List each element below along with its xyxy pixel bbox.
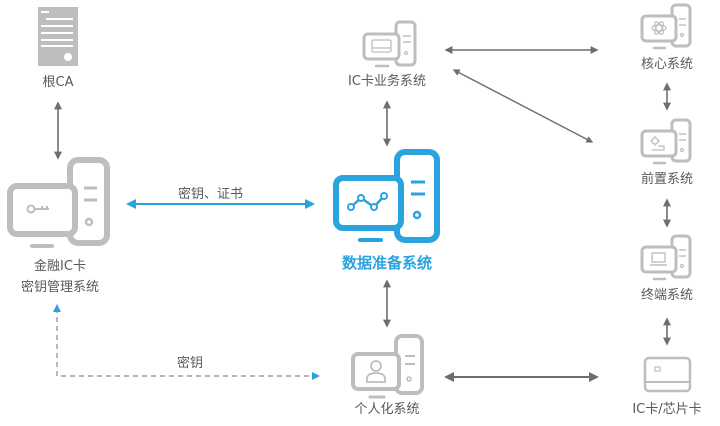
computer-key-icon [7,157,110,248]
node-label-ic-business: IC卡业务系统 [348,74,426,89]
node-label-kms-line2: 密钥管理系统 [20,280,99,295]
node-label-data-prep: 数据准备系统 [341,254,432,272]
node-label-root-ca: 根CA [42,75,74,90]
node-label-front: 前置系统 [640,172,693,187]
computer-card-icon [362,20,417,68]
edge-label-keys: 密钥 [177,356,204,371]
node-label-core: 核心系统 [640,57,693,72]
node-label-personalization: 个人化系统 [354,402,420,417]
node-label-ic-card: IC卡/芯片卡 [632,402,702,417]
edge-kms-personalization [53,304,320,380]
edge-icbiz-front [452,69,594,143]
computer-atom-icon [640,3,692,50]
chip-card-icon [643,356,692,393]
computer-gear-icon [640,118,692,165]
server-document-icon [38,7,78,66]
computer-chart-icon [333,149,440,243]
node-label-kms-line1: 金融IC卡 [34,259,86,274]
computer-user-icon [351,334,424,399]
computer-monitor-icon [640,234,692,281]
node-label-terminal: 终端系统 [640,288,693,303]
edge-label-keys-certs: 密钥、证书 [178,187,244,202]
